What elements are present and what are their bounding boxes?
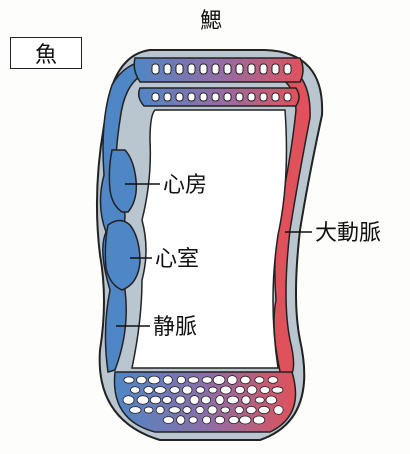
capillary-hole: [255, 397, 264, 403]
capillary-hole: [163, 417, 174, 424]
capillary-hole: [137, 376, 147, 384]
capillary-hole: [130, 387, 139, 393]
capillary-hole: [182, 386, 192, 394]
gill-hole: [188, 64, 195, 74]
capillary-hole: [235, 406, 243, 413]
gill-hole: [164, 93, 171, 101]
capillary-hole: [255, 377, 264, 384]
capillary-hole: [176, 396, 186, 404]
capillary-hole: [163, 376, 172, 384]
gill-hole: [152, 64, 159, 74]
capillary-hole: [239, 416, 251, 424]
gills-label: 鰓: [200, 9, 222, 34]
capillary-hole: [268, 377, 278, 384]
atrium-label: 心房: [163, 173, 207, 198]
capillary-hole: [221, 407, 230, 413]
capillary-hole: [229, 416, 239, 423]
capillary-hole: [137, 396, 149, 405]
capillary-hole: [156, 406, 164, 414]
gill-hole: [260, 93, 267, 101]
capillary-hole: [246, 406, 256, 413]
capillary-hole: [201, 396, 210, 404]
capillary-hole: [208, 406, 217, 414]
gill-hole: [224, 64, 231, 74]
capillary-hole: [266, 396, 277, 404]
gill-hole: [152, 93, 159, 101]
capillary-hole: [220, 386, 231, 394]
capillary-hole: [227, 376, 237, 385]
gill-hole: [212, 93, 219, 101]
capillary-hole: [124, 377, 134, 383]
gill-hole: [164, 64, 171, 74]
capillary-hole: [242, 396, 251, 404]
vein-label: 静脈: [153, 315, 197, 340]
capillary-hole: [130, 407, 141, 414]
capillary-hole: [162, 396, 171, 403]
gill-hole: [236, 64, 243, 74]
capillary-hole: [274, 406, 283, 415]
capillary-hole: [213, 376, 225, 385]
capillary-hole: [235, 386, 244, 393]
ventricle-label: 心室: [155, 247, 199, 272]
capillary-hole: [177, 416, 185, 425]
gill-hole: [248, 64, 255, 74]
capillary-hole: [209, 387, 217, 393]
gill-hole: [224, 93, 231, 101]
capillary-hole: [227, 396, 238, 404]
capillary-hole: [190, 396, 199, 405]
capillary-hole: [189, 417, 197, 424]
gill-hole: [188, 93, 195, 101]
gill-hole: [176, 64, 183, 74]
capillary-hole: [216, 396, 224, 405]
capillary-hole: [148, 376, 160, 384]
capillary-hole: [123, 396, 134, 405]
capillary-hole: [260, 387, 270, 394]
capillary-hole: [272, 387, 283, 393]
gill-hole: [236, 93, 243, 101]
capillary-hole: [188, 377, 199, 383]
capillary-hole: [144, 386, 153, 393]
capillary-hole: [170, 387, 180, 394]
capillary-hole: [144, 407, 153, 413]
capillary-hole: [183, 407, 191, 414]
capillary-hole: [169, 407, 180, 413]
capillary-hole: [259, 406, 270, 413]
gill-hole: [248, 93, 255, 101]
capillary-hole: [253, 416, 265, 424]
gill-hole: [272, 93, 279, 101]
capillary-hole: [196, 387, 205, 394]
aorta-label: 大動脈: [315, 221, 381, 246]
capillary-hole: [196, 406, 204, 413]
gill-hole: [176, 93, 183, 101]
gill-hole: [212, 64, 219, 74]
capillary-hole: [154, 387, 166, 394]
gill-hole: [272, 64, 279, 74]
capillary-hole: [177, 376, 185, 383]
capillary-hole: [202, 377, 212, 384]
capillary-hole: [150, 396, 161, 404]
gill-hole: [200, 64, 207, 74]
gill-hole: [200, 93, 207, 101]
gill-hole: [284, 93, 291, 101]
gill-hole: [284, 64, 291, 74]
capillary-hole: [215, 416, 225, 424]
capillary-hole: [247, 386, 257, 395]
capillary-hole: [203, 416, 211, 424]
capillary-hole: [241, 376, 251, 384]
gill-hole: [260, 64, 267, 74]
